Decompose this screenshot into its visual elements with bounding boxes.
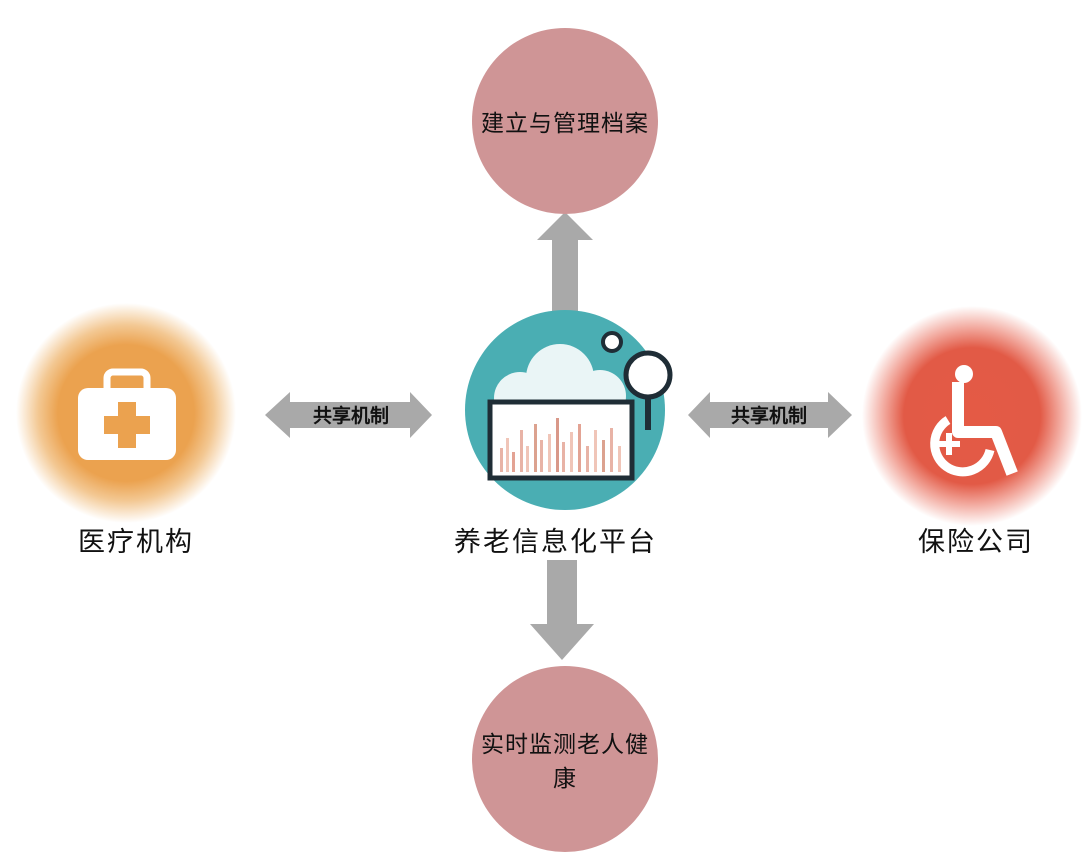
insurance-company-caption: 保险公司 (918, 527, 1034, 558)
first-aid-kit-icon (16, 303, 236, 523)
arrow-right-label: 共享机制 (730, 405, 807, 427)
arrow-right-double (688, 392, 852, 438)
cloud-analytics-icon (465, 310, 673, 510)
arrow-up (537, 212, 593, 312)
platform-caption: 养老信息化平台 (454, 527, 657, 558)
node-monitor-health-label: 实时监测老人健康 (481, 732, 649, 792)
wheelchair-icon (862, 306, 1082, 526)
medical-institution-caption: 医疗机构 (78, 527, 194, 558)
node-monitor-health: 实时监测老人健康 (472, 666, 658, 852)
arrow-down (530, 560, 594, 660)
node-create-records-label: 建立与管理档案 (481, 111, 649, 137)
node-create-records: 建立与管理档案 (472, 28, 658, 214)
arrow-left-label: 共享机制 (312, 405, 389, 427)
arrow-left-double (265, 392, 432, 438)
